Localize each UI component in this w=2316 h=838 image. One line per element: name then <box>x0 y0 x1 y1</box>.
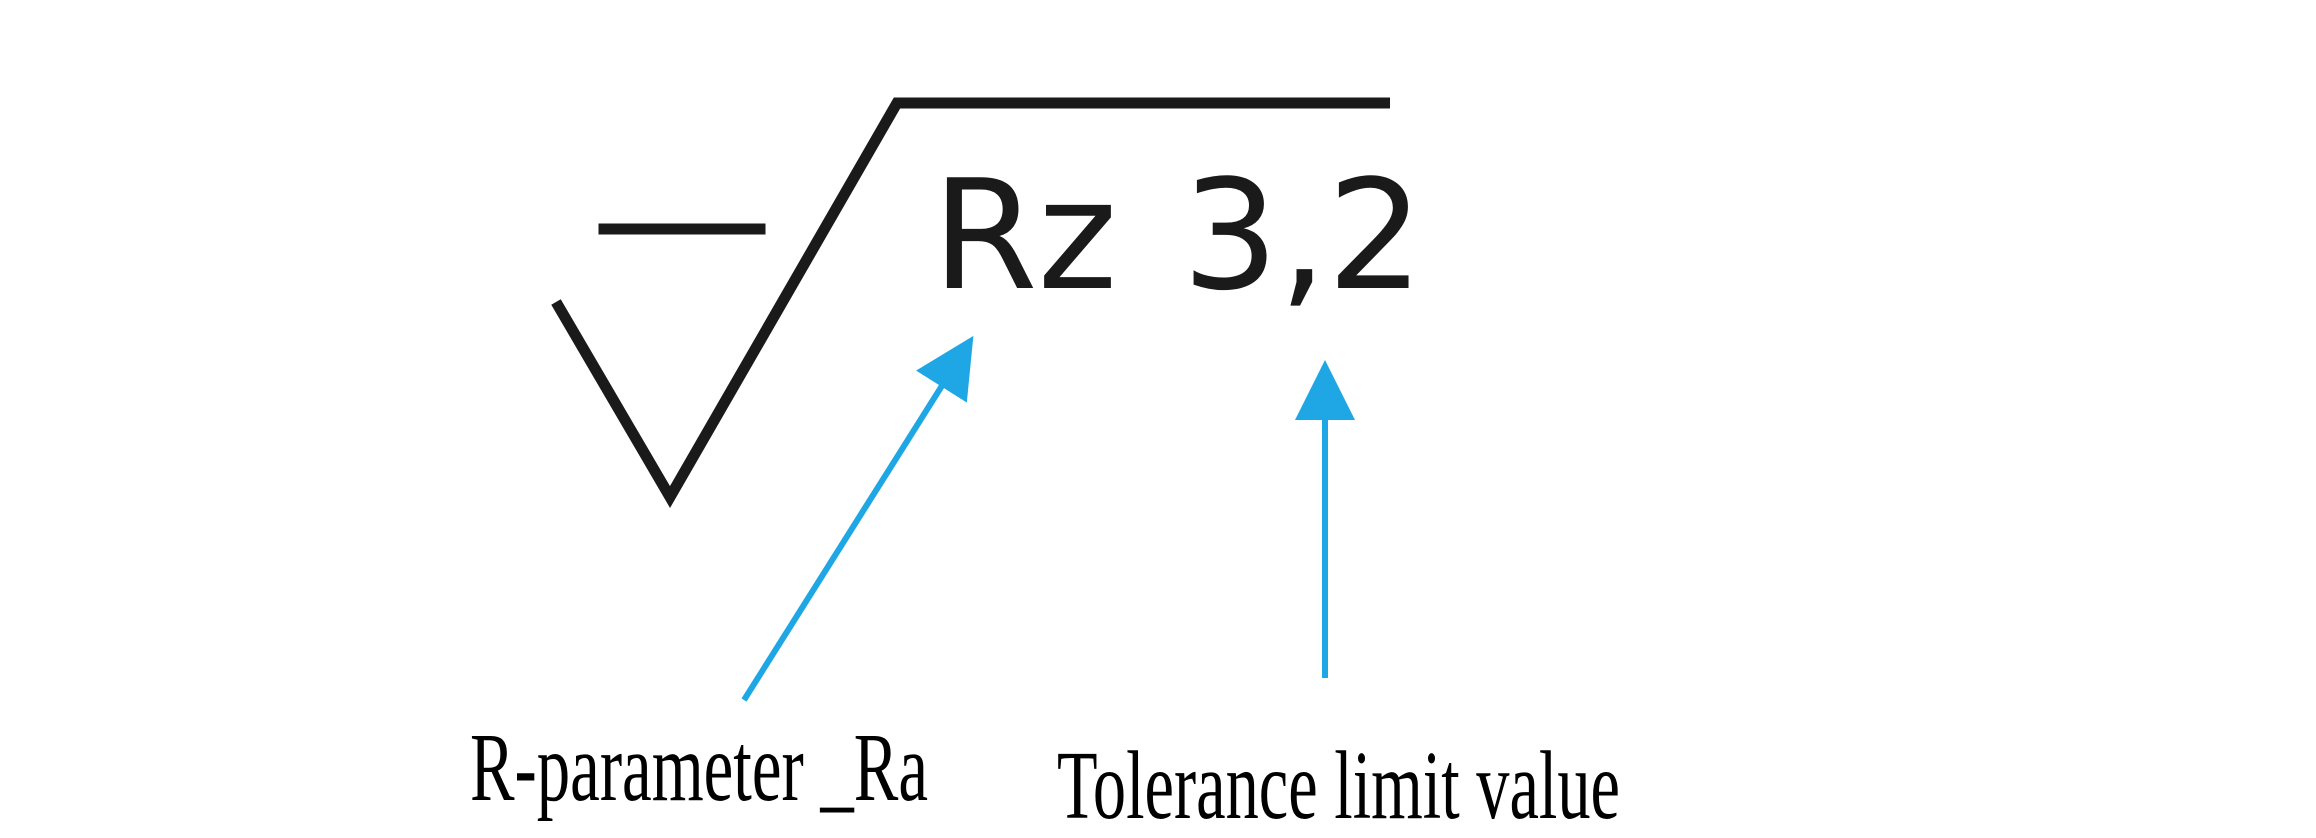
roughness-parameter-text: Rz <box>932 147 1117 324</box>
check-mark-lines <box>551 97 1390 508</box>
roughness-symbol <box>551 97 1390 508</box>
parameter-callout-label: R-parameter _Ra <box>470 714 928 822</box>
parameter-arrow <box>741 335 974 702</box>
tolerance-value-text: 3,2 <box>1182 147 1424 324</box>
value-callout-label: Tolerance limit value <box>1057 732 1620 838</box>
